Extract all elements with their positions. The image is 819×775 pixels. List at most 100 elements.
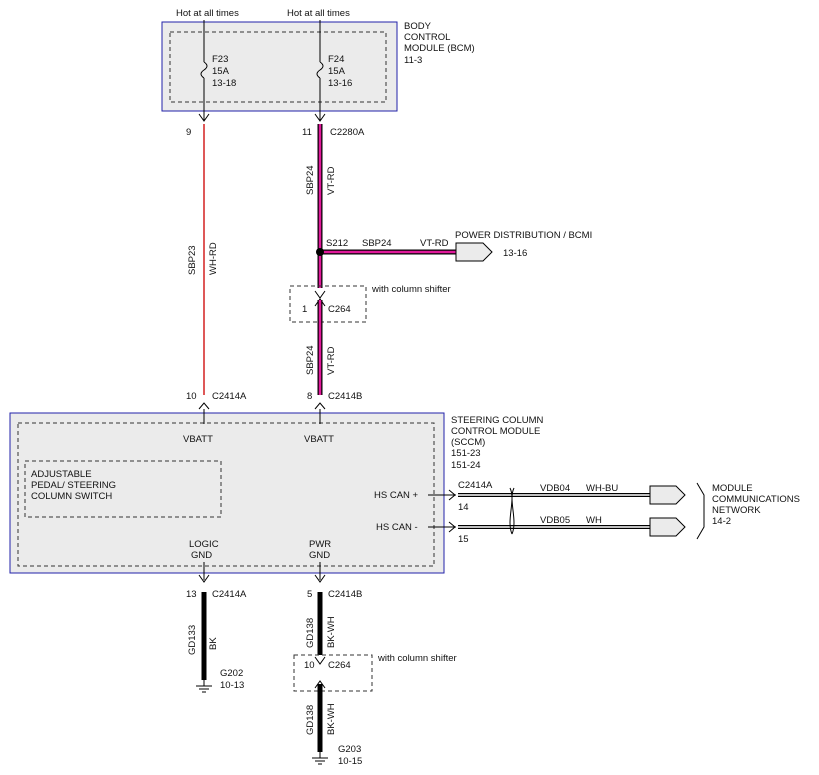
network-bracket-icon (696, 482, 705, 540)
c2414-bottom-conn-a: C2414A (212, 589, 247, 600)
wire-color-bk-wh-b: BK-WH (326, 703, 337, 735)
network-title-line2: COMMUNICATIONS (712, 494, 800, 505)
splice-dot-icon (316, 248, 324, 256)
hot-at-all-times-1: Hot at all times (176, 8, 239, 19)
c264-top-connector: C264 (328, 304, 351, 315)
connector-arrow-icon (448, 489, 456, 501)
sccm-logic-gnd: GND (191, 550, 212, 561)
fuse-f24-ref: 13-16 (328, 78, 352, 89)
network-arrow-icon (649, 517, 686, 537)
wire-color-vt-rd-b: VT-RD (420, 238, 449, 249)
power-distribution-ref: 13-16 (503, 248, 527, 259)
hot-at-all-times-2: Hot at all times (287, 8, 350, 19)
connector-c264-top: with column shifter 1 C264 (289, 284, 451, 323)
g203-ref: 10-15 (338, 756, 362, 767)
can-pin-15: 15 (458, 534, 469, 545)
fuse-f24-icon (316, 61, 324, 79)
c2414-top-pin-10: 10 (186, 391, 197, 402)
fuse-f23-amps: 15A (212, 66, 230, 77)
wire-sbp24-lower: SBP24 VT-RD (305, 300, 337, 395)
fuse-f24-name: F24 (328, 54, 344, 65)
wire-color-bk-wh-a: BK-WH (326, 616, 337, 648)
c2414-top-conn-a: C2414A (212, 391, 247, 402)
sccm-module: VBATT VBATT ADJUSTABLE PEDAL/ STEERING C… (9, 409, 445, 580)
c264-bottom-connector: C264 (328, 660, 351, 671)
network-arrow-icon (649, 485, 686, 505)
sccm-hs-can-plus: HS CAN + (374, 490, 419, 501)
network-title-line1: MODULE (712, 483, 753, 494)
wire-sbp24: SBP24 VT-RD (305, 124, 337, 288)
connector-arrow-icon (198, 113, 210, 122)
switch-label-line1: ADJUSTABLE (31, 469, 92, 480)
c264-bottom-note: with column shifter (377, 653, 457, 664)
sccm-title-line2: CONTROL MODULE (451, 426, 540, 437)
c2414-bottom-pin-5: 5 (307, 589, 312, 600)
c264-top-note: with column shifter (371, 284, 451, 295)
wire-label-vdb05: VDB05 (540, 515, 570, 526)
connector-arrow-icon (448, 521, 456, 533)
connector-arrow-icon (314, 298, 326, 307)
can-connector: C2414A (458, 480, 493, 491)
wire-color-wh: WH (586, 515, 602, 526)
twisted-pair-icon (511, 487, 515, 535)
sccm-vbatt-1: VBATT (183, 434, 213, 445)
switch-label-line3: COLUMN SWITCH (31, 491, 112, 502)
wire-color-vt-rd-c: VT-RD (326, 346, 337, 375)
sccm-ref-2: 151-24 (451, 460, 481, 471)
sccm-vbatt-2: VBATT (304, 434, 334, 445)
sccm-pwr-gnd: GND (309, 550, 330, 561)
c264-bottom-pin: 10 (304, 660, 315, 671)
wire-color-vt-rd-a: VT-RD (326, 166, 337, 195)
wire-color-wh-rd: WH-RD (208, 242, 219, 275)
wire-gd138-lower: GD138 BK-WH G203 10-15 (305, 684, 362, 767)
c2280-connector: C2280A (330, 127, 365, 138)
switch-label-line2: PEDAL/ STEERING (31, 480, 116, 491)
bcm-title-line1: BODY (404, 21, 432, 32)
connector-arrow-icon (314, 680, 326, 689)
can-pin-14: 14 (458, 502, 469, 513)
wire-label-sbp24-b: SBP24 (362, 238, 392, 249)
sccm-hs-can-minus: HS CAN - (376, 522, 418, 533)
wire-gd138: GD138 BK-WH (305, 592, 337, 662)
bcm-module: Hot at all times Hot at all times BODY C… (161, 8, 475, 122)
c2414-bottom-pin-13: 13 (186, 589, 197, 600)
g203-name: G203 (338, 744, 361, 755)
connector-arrow-icon (314, 290, 326, 299)
sccm-title-line3: (SCCM) (451, 437, 485, 448)
wire-label-sbp23: SBP23 (187, 245, 198, 275)
connector-arrow-icon (314, 574, 326, 583)
c2280-pin-9: 9 (186, 127, 191, 138)
connector-arrow-icon (314, 656, 326, 665)
wire-label-sbp24-c: SBP24 (305, 345, 316, 375)
wire-label-gd133: GD133 (187, 625, 198, 655)
c2414-top-pin-8: 8 (307, 391, 312, 402)
connector-arrow-icon (314, 113, 326, 122)
bcm-title-line2: CONTROL (404, 32, 450, 43)
network-title-line3: NETWORK (712, 505, 761, 516)
connector-c264-bottom: with column shifter 10 C264 (293, 653, 457, 692)
c2414-top-conn-b: C2414B (328, 391, 362, 402)
c2414-bottom-conn-b: C2414B (328, 589, 362, 600)
wire-label-sbp24-a: SBP24 (305, 165, 316, 195)
wire-color-wh-bu: WH-BU (586, 483, 618, 494)
bcm-title-line3: MODULE (BCM) (404, 43, 475, 54)
twisted-pair-icon (509, 487, 513, 535)
sccm-ref-1: 151-23 (451, 448, 481, 459)
sccm-pwr-label: PWR (309, 539, 331, 550)
power-distribution-label: POWER DISTRIBUTION / BCMI (455, 230, 592, 241)
c2280-pin-11: 11 (302, 127, 312, 138)
power-distribution-arrow-icon (455, 242, 493, 262)
wire-color-bk: BK (208, 637, 219, 650)
fuse-f23-name: F23 (212, 54, 228, 65)
wire-label-vdb04: VDB04 (540, 483, 570, 494)
sccm-logic-label: LOGIC (189, 539, 219, 550)
wire-label-gd138-b: GD138 (305, 705, 316, 735)
connector-arrow-icon (314, 402, 326, 410)
wire-label-gd138-a: GD138 (305, 618, 316, 648)
wire-gd133: GD133 BK G202 10-13 (187, 592, 244, 693)
splice-s212: S212 SBP24 VT-RD POWER DISTRIBUTION / BC… (316, 230, 592, 262)
bcm-ref: 11-3 (404, 55, 422, 66)
sccm-title-line1: STEERING COLUMN (451, 415, 544, 426)
fuse-f23-icon (200, 61, 208, 79)
